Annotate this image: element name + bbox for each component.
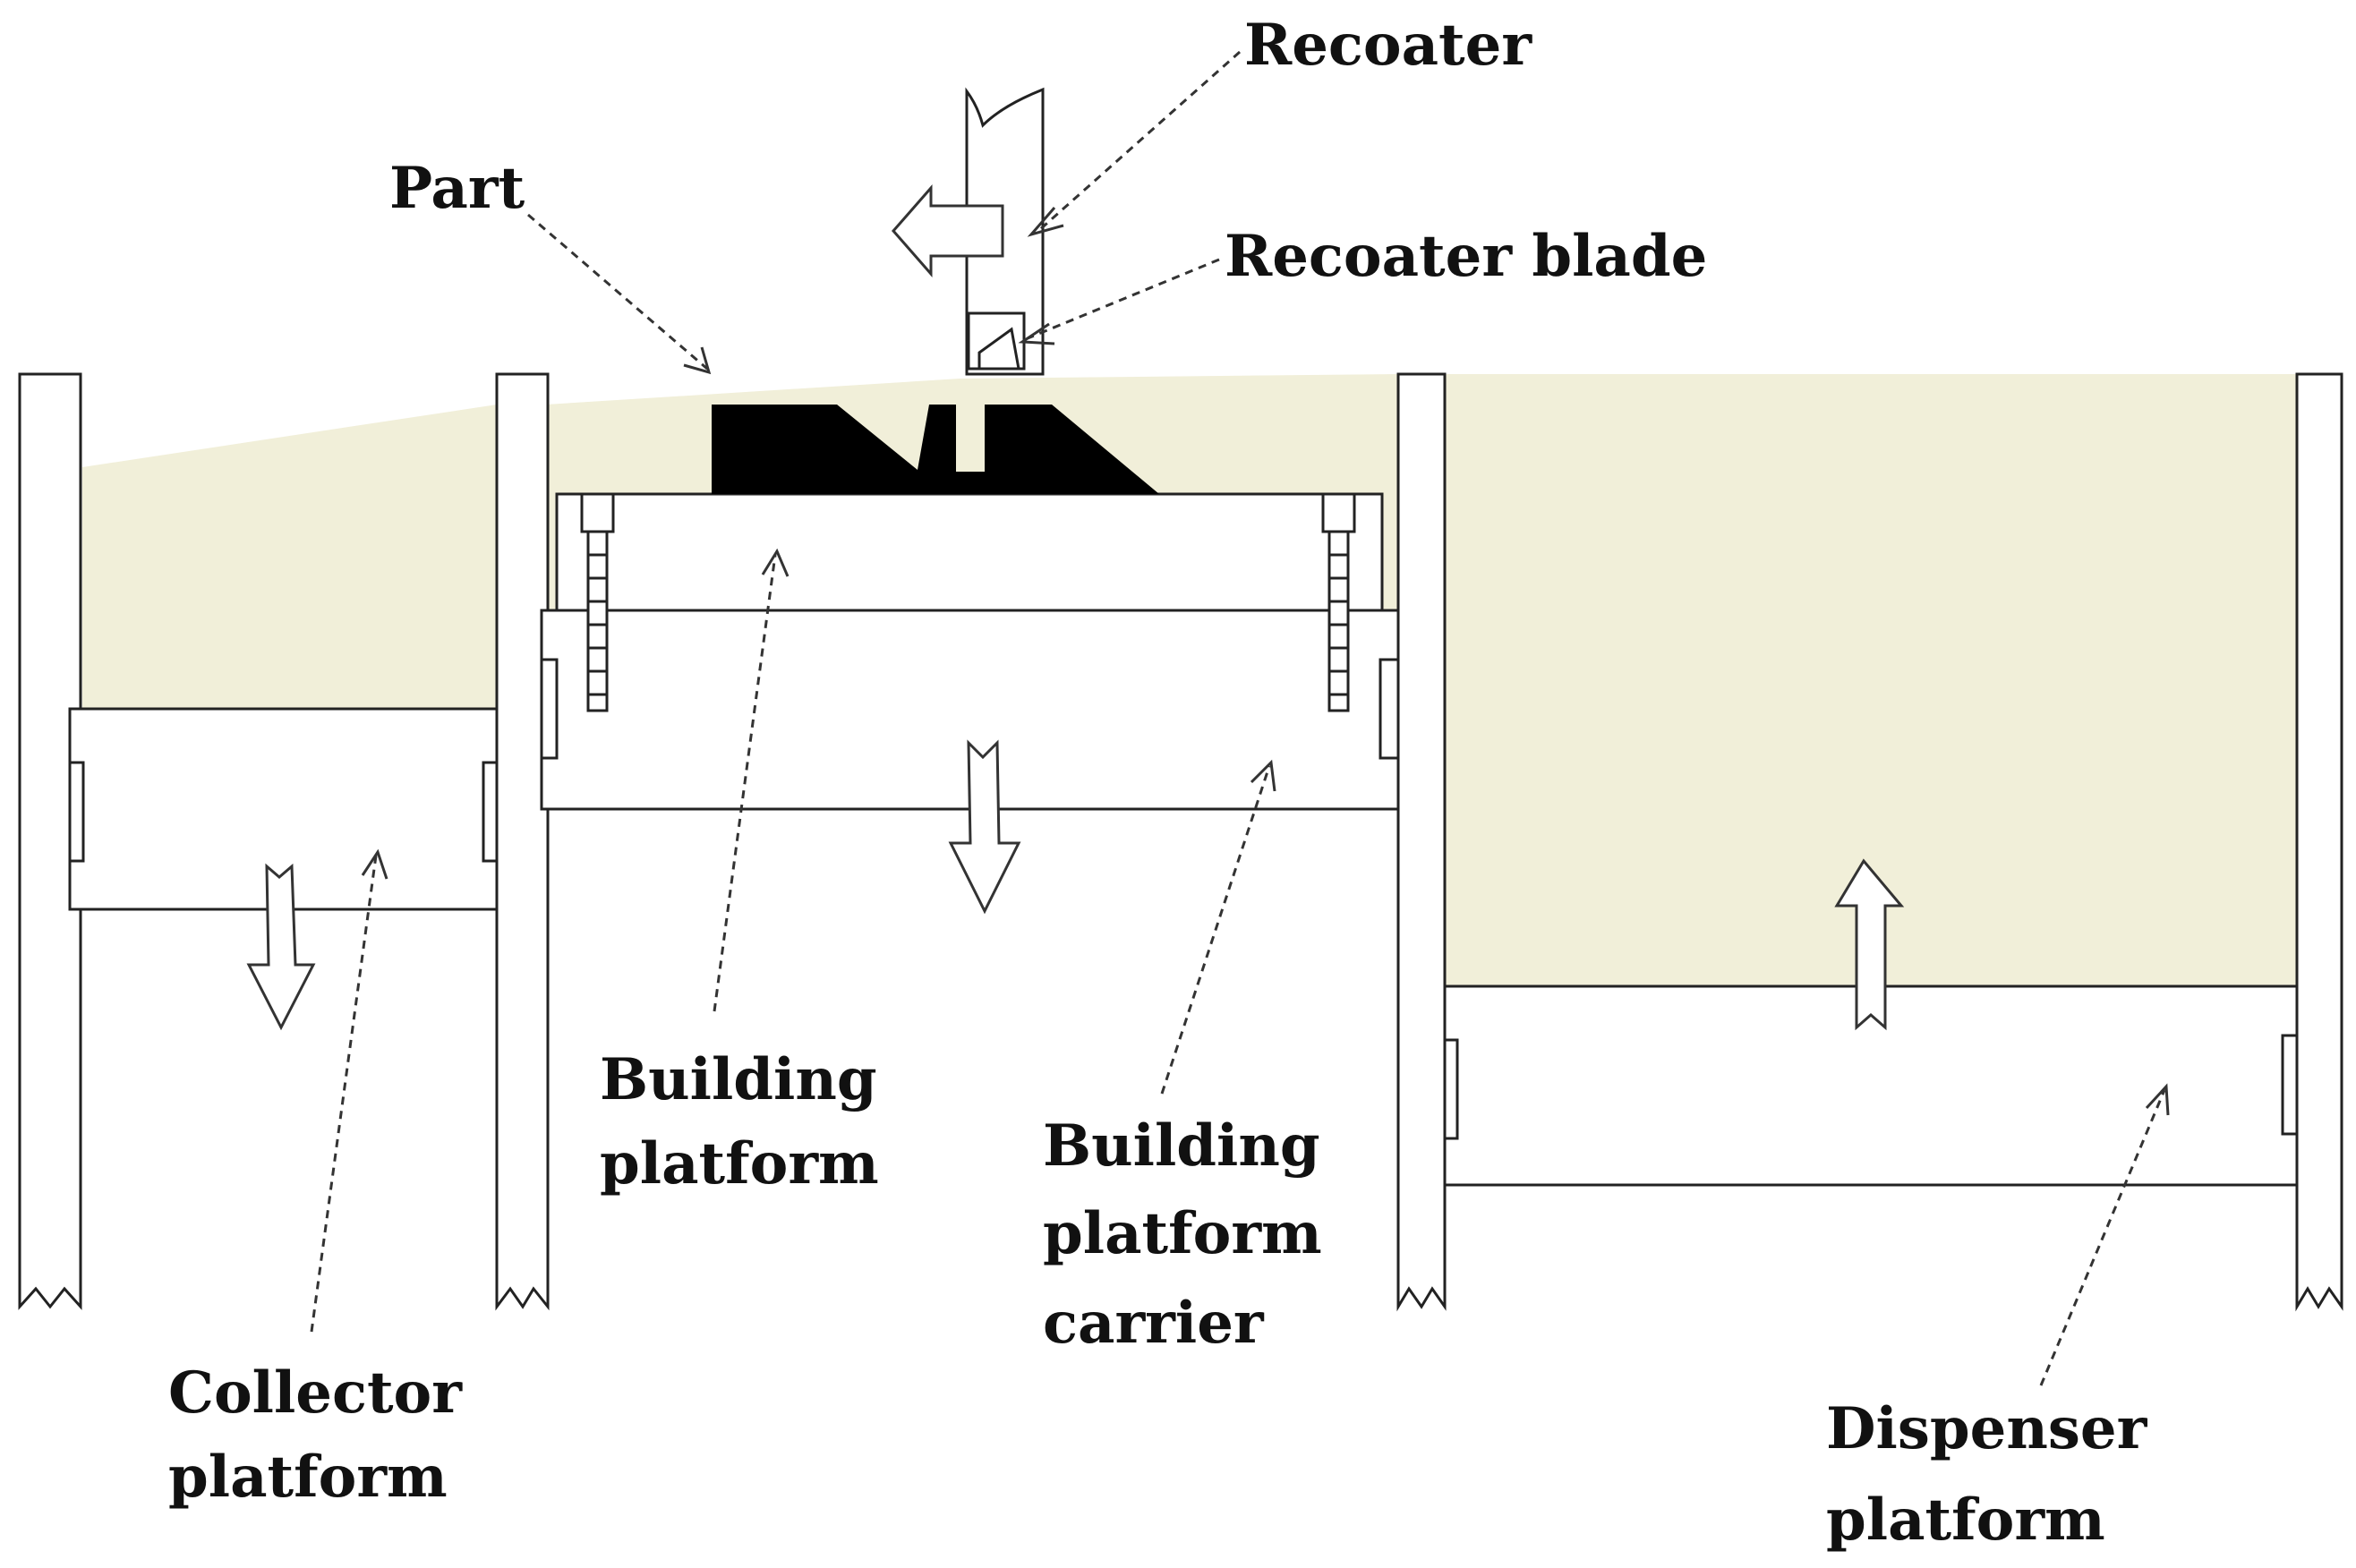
dispenser-platform [1443,984,2299,1187]
collector-powder [82,405,497,709]
wall-collector-left [18,372,82,1310]
dispenser-platform-guide-right [2281,1034,2299,1136]
wall-collector-right [495,372,550,1311]
leader-part [527,213,712,375]
label-recoater: Recoater [1244,12,1532,79]
leader-collector-platform [310,848,388,1333]
leader-recoater-blade [1018,258,1220,345]
recoater [965,87,1045,376]
wall-dispenser-right [2295,372,2343,1312]
collector-platform-guide-left [68,761,85,863]
label-carrier-3: carrier [1043,1290,1265,1357]
recoater-motion-arrow [892,184,1004,277]
carrier-down-arrow [948,739,1021,915]
carrier-guide-left [540,658,559,760]
recoater-blade-edge [977,327,1020,371]
leader-building-platform [713,548,790,1012]
dispenser-platform-guide-left [1443,1038,1459,1140]
bolt-left [580,492,615,712]
leader-dispenser-platform [2039,1083,2170,1386]
leader-recoater [1027,50,1241,237]
carrier-guide-right [1379,658,1400,760]
label-dispenser-1: Dispenser [1826,1395,2148,1462]
label-carrier-1: Building [1043,1112,1320,1180]
label-building-platform-1: Building [600,1046,877,1113]
wall-build-right [1396,372,1447,1312]
label-building-platform-2: platform [600,1130,879,1197]
building-platform [555,492,1384,612]
collector-down-arrow [246,863,316,1031]
part [712,405,1159,494]
label-recoater-blade: Recoater blade [1225,223,1707,290]
bolt-right [1321,492,1356,712]
label-part: Part [389,155,525,222]
dispenser-up-arrow [1834,858,1905,1031]
label-carrier-2: platform [1043,1200,1322,1267]
leader-building-platform-carrier [1160,759,1276,1095]
label-collector-2: platform [168,1444,448,1511]
label-collector-1: Collector [168,1359,463,1427]
label-dispenser-2: platform [1826,1487,2105,1554]
collector-platform-guide-right [482,761,499,863]
